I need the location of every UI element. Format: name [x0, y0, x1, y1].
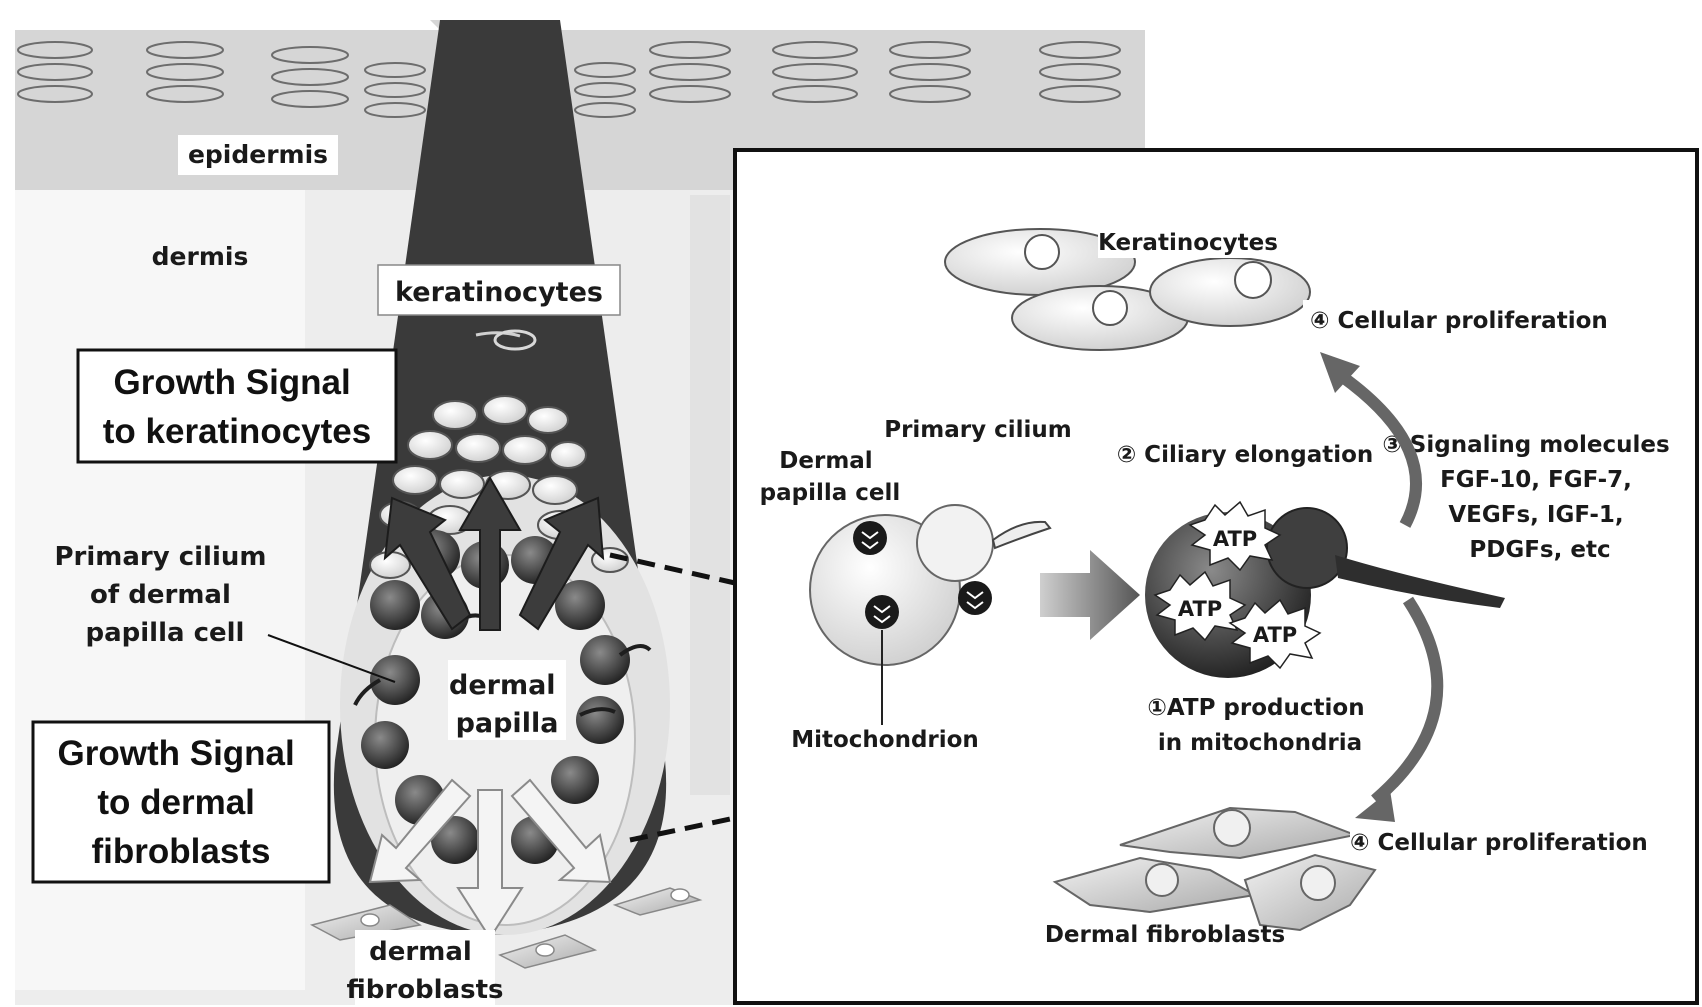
- papilla-cell-nucleus: [917, 505, 993, 581]
- primary-cilium-inset-label: Primary cilium: [884, 417, 1072, 443]
- epidermis-label: epidermis: [188, 140, 328, 169]
- inset-keratinocytes-label: Keratinocytes: [1098, 230, 1278, 256]
- dermis-right-band: [690, 195, 730, 795]
- mitochondrion-label: Mitochondrion: [791, 727, 979, 753]
- proliferation-bottom-label: ④ Cellular proliferation: [1350, 830, 1648, 856]
- atp-label-1: ATP: [1213, 527, 1257, 551]
- dermis-label: dermis: [152, 242, 249, 271]
- atp-label-3: ATP: [1253, 623, 1297, 647]
- proliferation-top-label: ④ Cellular proliferation: [1310, 308, 1608, 334]
- ciliary-elongation-label: ② Ciliary elongation: [1117, 442, 1374, 468]
- dermal-fibroblasts-inset-label: Dermal fibroblasts: [1045, 922, 1285, 948]
- atp-label-2: ATP: [1178, 597, 1222, 621]
- keratinocytes-label: keratinocytes: [395, 277, 603, 308]
- activated-cell-nucleus: [1267, 508, 1347, 588]
